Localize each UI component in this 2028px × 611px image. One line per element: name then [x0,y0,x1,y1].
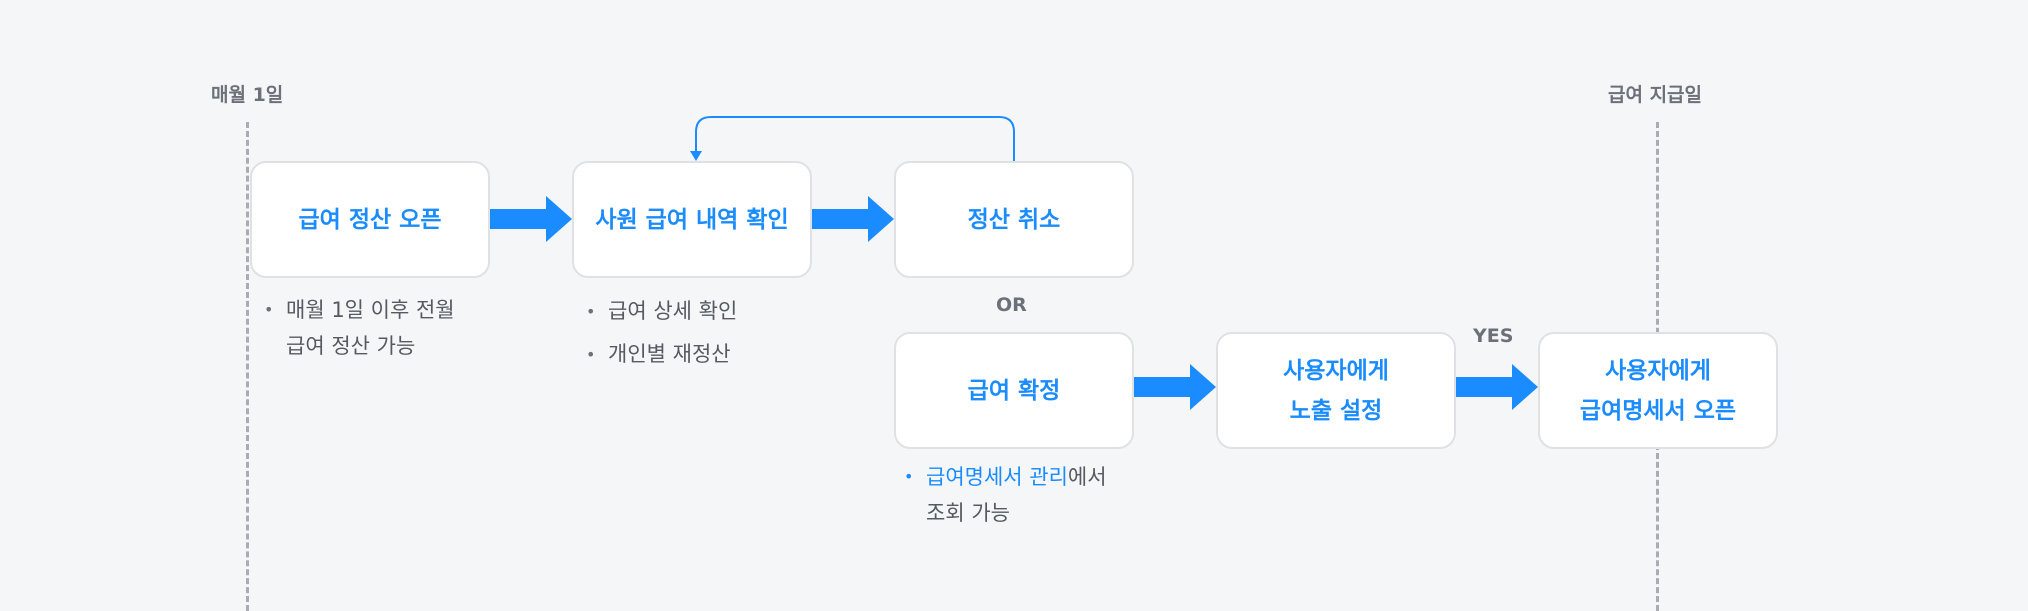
payslip-management-link[interactable]: 급여명세서 관리 [926,465,1068,489]
step-expose-setting-line2: 노출 설정 [1289,397,1383,424]
step-employee-review-label: 사원 급여 내역 확인 [595,206,789,233]
review-step-notes: 급여 상세 확인 개인별 재정산 [586,290,737,376]
step-payslip-open-line1: 사용자에게 [1605,357,1711,384]
step-employee-review: 사원 급여 내역 확인 [572,161,812,278]
step-payroll-open: 급여 정산 오픈 [250,161,490,278]
arrow-confirm-to-expose [1134,364,1216,410]
loop-back-connector [695,116,1015,162]
step-payslip-open-line2: 급여명세서 오픈 [1579,397,1737,424]
pay-date-label: 급여 지급일 [1608,84,1703,106]
confirm-note-suffix: 에서 [1067,465,1107,489]
list-item: 매월 1일 이후 전월 급여 정산 가능 [264,292,455,364]
step-payroll-open-label: 급여 정산 오픈 [298,206,442,233]
open-note-line1: 매월 1일 이후 전월 [286,298,455,322]
step-payslip-open: 사용자에게 급여명세서 오픈 [1538,332,1778,449]
list-item: 개인별 재정산 [586,333,737,376]
step-settlement-cancel-label: 정산 취소 [967,206,1061,233]
arrow-review-to-cancel [812,196,894,242]
step-expose-setting: 사용자에게 노출 설정 [1216,332,1456,449]
list-item: 급여 상세 확인 [586,290,737,333]
yes-label: YES [1473,325,1514,347]
start-date-label: 매월 1일 [211,84,284,106]
step-expose-setting-line1: 사용자에게 [1283,357,1389,384]
list-item: 급여명세서 관리에서 조회 가능 [904,459,1107,531]
arrow-open-to-review [490,196,572,242]
arrow-expose-to-payslip [1456,364,1538,410]
loop-back-arrowhead [690,151,702,161]
step-settlement-cancel: 정산 취소 [894,161,1134,278]
review-note-item1: 급여 상세 확인 [608,299,738,323]
step-payroll-confirm: 급여 확정 [894,332,1134,449]
confirm-note-line2: 조회 가능 [926,501,1010,525]
open-step-notes: 매월 1일 이후 전월 급여 정산 가능 [264,292,455,364]
or-label: OR [996,294,1027,316]
start-dashed-line [246,122,249,611]
review-note-item2: 개인별 재정산 [608,342,731,366]
open-note-line2: 급여 정산 가능 [286,334,416,358]
confirm-step-notes: 급여명세서 관리에서 조회 가능 [904,459,1107,531]
step-payroll-confirm-label: 급여 확정 [967,377,1061,404]
